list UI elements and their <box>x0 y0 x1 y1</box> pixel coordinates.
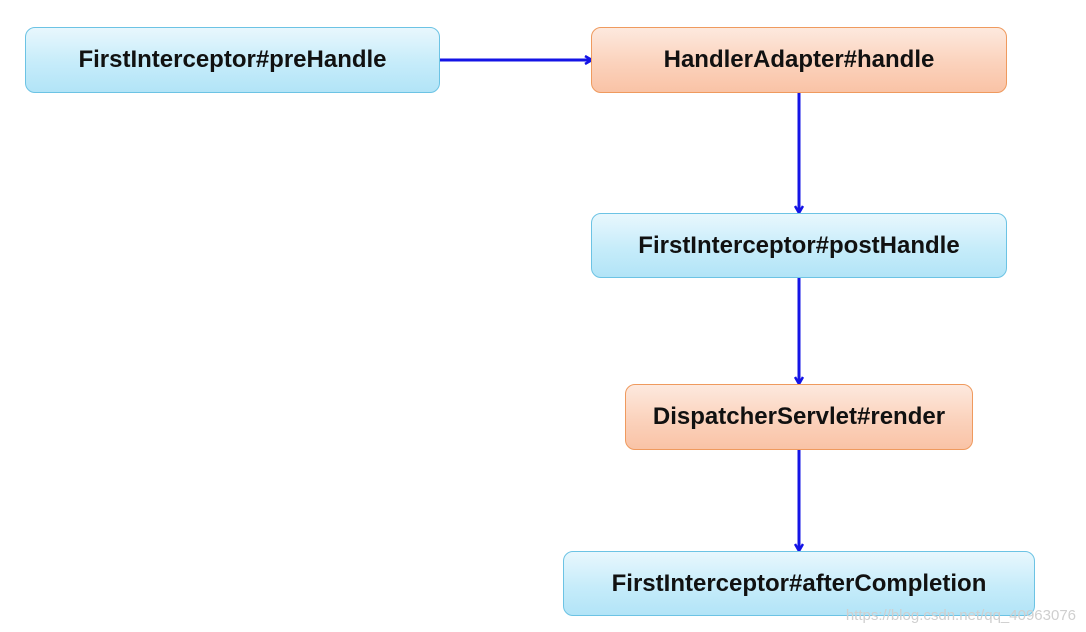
node-label: FirstInterceptor#afterCompletion <box>611 569 987 597</box>
node-first-interceptor-aftercompletion: FirstInterceptor#afterCompletion <box>563 551 1035 616</box>
node-label: FirstInterceptor#postHandle <box>638 231 960 259</box>
node-dispatcher-servlet-render: DispatcherServlet#render <box>625 384 973 450</box>
node-label: DispatcherServlet#render <box>652 403 946 430</box>
node-handler-adapter-handle: HandlerAdapter#handle <box>591 27 1007 93</box>
watermark-text: https://blog.csdn.net/qq_40963076 <box>845 607 1076 624</box>
node-first-interceptor-prehandle: FirstInterceptor#preHandle <box>25 27 440 93</box>
node-label: HandlerAdapter#handle <box>663 46 935 73</box>
node-first-interceptor-posthandle: FirstInterceptor#postHandle <box>591 213 1007 278</box>
node-label: FirstInterceptor#preHandle <box>78 46 387 73</box>
